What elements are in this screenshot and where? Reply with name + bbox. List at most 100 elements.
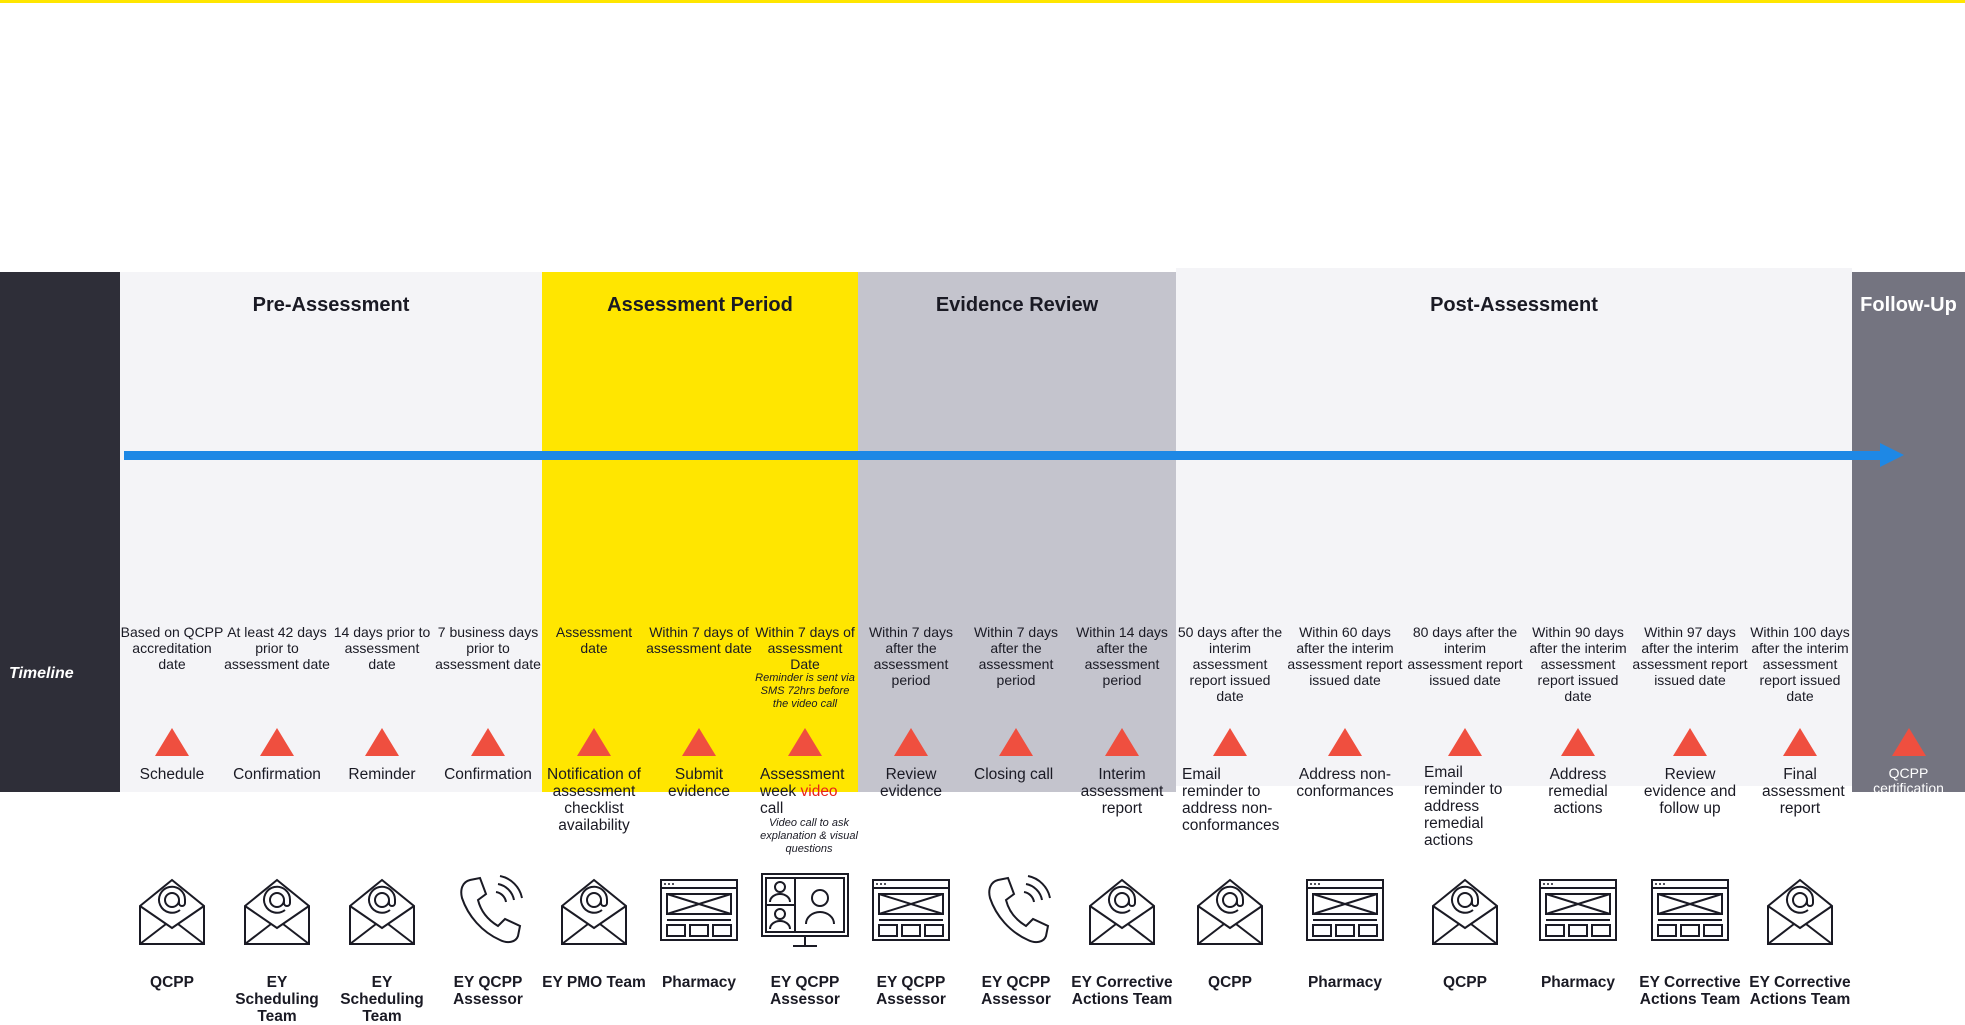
phone-icon (460, 875, 523, 944)
step-responsibility: EY Corrective Actions Team (1639, 974, 1741, 1008)
step-process: Final assessment report (1762, 766, 1845, 817)
step-timeline: At least 42 days prior to assessment dat… (224, 624, 330, 672)
follow-up-panel (1852, 272, 1965, 792)
step-process: Review evidence (879, 766, 943, 800)
milestone-marker (1673, 728, 1707, 756)
step-timeline: 7 business days prior to assessment date (435, 624, 541, 672)
step-responsibility: EY QCPP Assessor (981, 974, 1051, 1008)
step-timeline: Within 60 days after the interim assessm… (1287, 624, 1403, 688)
step-responsibility: EY Scheduling Team (340, 974, 424, 1025)
step-process: Schedule (139, 766, 205, 783)
step-process: Confirmation (444, 766, 532, 783)
step-timeline: 50 days after the interim assessment rep… (1177, 624, 1283, 704)
step-process: Email reminder to address remedial actio… (1424, 764, 1503, 849)
envelope-icon (1875, 878, 1942, 945)
envelope-icon (1432, 878, 1498, 945)
envelope-icon (349, 878, 415, 945)
webpage-icon (1651, 879, 1729, 941)
video-call-icon (761, 873, 849, 947)
step-process: Submit evidence (667, 766, 731, 800)
phase-title-follow-up: Follow-Up (1860, 294, 1957, 316)
phone-icon (988, 875, 1051, 944)
step-responsibility: QCPP (1208, 974, 1252, 991)
step-timeline: Based on QCPP accreditation date (120, 624, 224, 672)
step-12: Within 60 days after the interim assessm… (1284, 272, 1406, 991)
milestone-marker (682, 728, 716, 756)
phase-title-evidence-review: Evidence Review (935, 294, 1099, 316)
step-timeline: Assessment date (555, 624, 633, 656)
milestone-marker (788, 728, 822, 756)
milestone-marker (365, 728, 399, 756)
post-assessment-panel (1176, 268, 1852, 786)
step-5: Assessment date Notification of assessme… (542, 272, 646, 991)
step-4: 7 business days prior to assessment date… (434, 272, 542, 1008)
step-timeline: Within 7 days after the assessment perio… (868, 624, 954, 688)
webpage-icon (1306, 879, 1384, 941)
step-6: Within 7 days of assessment date Submit … (646, 272, 752, 991)
milestone-marker (260, 728, 294, 756)
step-process: QCPP certification decision (1873, 765, 1944, 811)
envelope-icon (139, 878, 205, 945)
step-process: Closing call (974, 766, 1054, 783)
step-process: Notification of assessment checklist ava… (547, 766, 641, 834)
step-16: Within 100 days after the interim assess… (1748, 272, 1852, 1008)
step-timeline: Within 14 days after the assessment peri… (1076, 624, 1168, 688)
envelope-icon (1767, 878, 1833, 945)
pre-assessment-panel (120, 272, 542, 792)
step-process: Reminder (348, 766, 416, 783)
milestone-marker (894, 728, 928, 756)
step-responsibility: EY QCPP Assessor (876, 974, 946, 1008)
milestone-marker (1328, 728, 1362, 756)
step-timeline: 80 days after the interim assessment rep… (1407, 624, 1523, 688)
step-14: Within 90 days after the interim assessm… (1524, 272, 1632, 991)
step-responsibility: EY Corrective Actions Team (1749, 974, 1851, 1008)
step-responsibility: QCPP (1443, 974, 1487, 991)
row-label-column: Timeline Process Responsibility (0, 272, 120, 997)
step-timeline: 14 days prior to assessment date (333, 624, 431, 672)
step-responsibility: QCPP (1886, 974, 1931, 991)
step-3: 14 days prior to assessment date Reminde… (330, 272, 434, 1025)
envelope-icon (1197, 878, 1263, 945)
step-process-text-end: call (760, 800, 784, 817)
step-responsibility: EY Scheduling Team (235, 974, 319, 1025)
milestone-marker (155, 728, 189, 756)
process-row-label: Process (0, 913, 63, 930)
milestone-marker (1561, 728, 1595, 756)
envelope-icon (244, 878, 310, 945)
step-responsibility: EY PMO Team (542, 974, 646, 991)
milestone-marker (1213, 728, 1247, 756)
step-15: Within 97 days after the interim assessm… (1632, 272, 1748, 1008)
step-2: At least 42 days prior to assessment dat… (224, 272, 330, 1025)
step-1: Based on QCPP accreditation date Schedul… (120, 272, 224, 991)
step-timeline: Within 100 days after the interim assess… (1750, 624, 1850, 704)
step-responsibility: Pharmacy (1307, 974, 1383, 991)
step-8: Within 7 days after the assessment perio… (858, 272, 964, 1008)
envelope-icon (561, 878, 627, 945)
step-timeline-note: Reminder is sent via SMS 72hrs before th… (755, 672, 855, 710)
milestone-marker (1891, 728, 1926, 756)
phase-title-assessment-period: Assessment Period (607, 294, 793, 316)
webpage-icon (872, 879, 950, 941)
step-process-note: Video call to ask explanation & visual q… (760, 817, 858, 855)
step-process: Email reminder to address non-conformanc… (1182, 766, 1280, 834)
milestone-marker (1448, 728, 1482, 756)
step-9: Within 7 days after the assessment perio… (964, 272, 1068, 1008)
responsibility-row-label: Responsibility (4, 980, 114, 997)
timeline-row-label: Timeline (9, 665, 74, 682)
step-timeline: Within 7 days of assessment date (646, 624, 752, 656)
top-accent-bar (0, 0, 1965, 3)
evidence-review-panel (858, 272, 1176, 792)
step-process: Confirmation (233, 766, 321, 783)
milestone-marker (999, 728, 1033, 756)
step-responsibility: EY QCPP Assessor (453, 974, 523, 1008)
step-responsibility: QCPP (150, 974, 194, 991)
step-timeline: Within 97 days after the interim assessm… (1632, 624, 1748, 688)
step-timeline: Within 7 days after the assessment perio… (973, 624, 1059, 688)
phase-title-pre-assessment: Pre-Assessment (252, 294, 410, 316)
step-process: Interim assessment report (1080, 766, 1164, 817)
step-13: 80 days after the interim assessment rep… (1406, 272, 1524, 991)
step-process: Review evidence and follow up (1643, 766, 1737, 817)
